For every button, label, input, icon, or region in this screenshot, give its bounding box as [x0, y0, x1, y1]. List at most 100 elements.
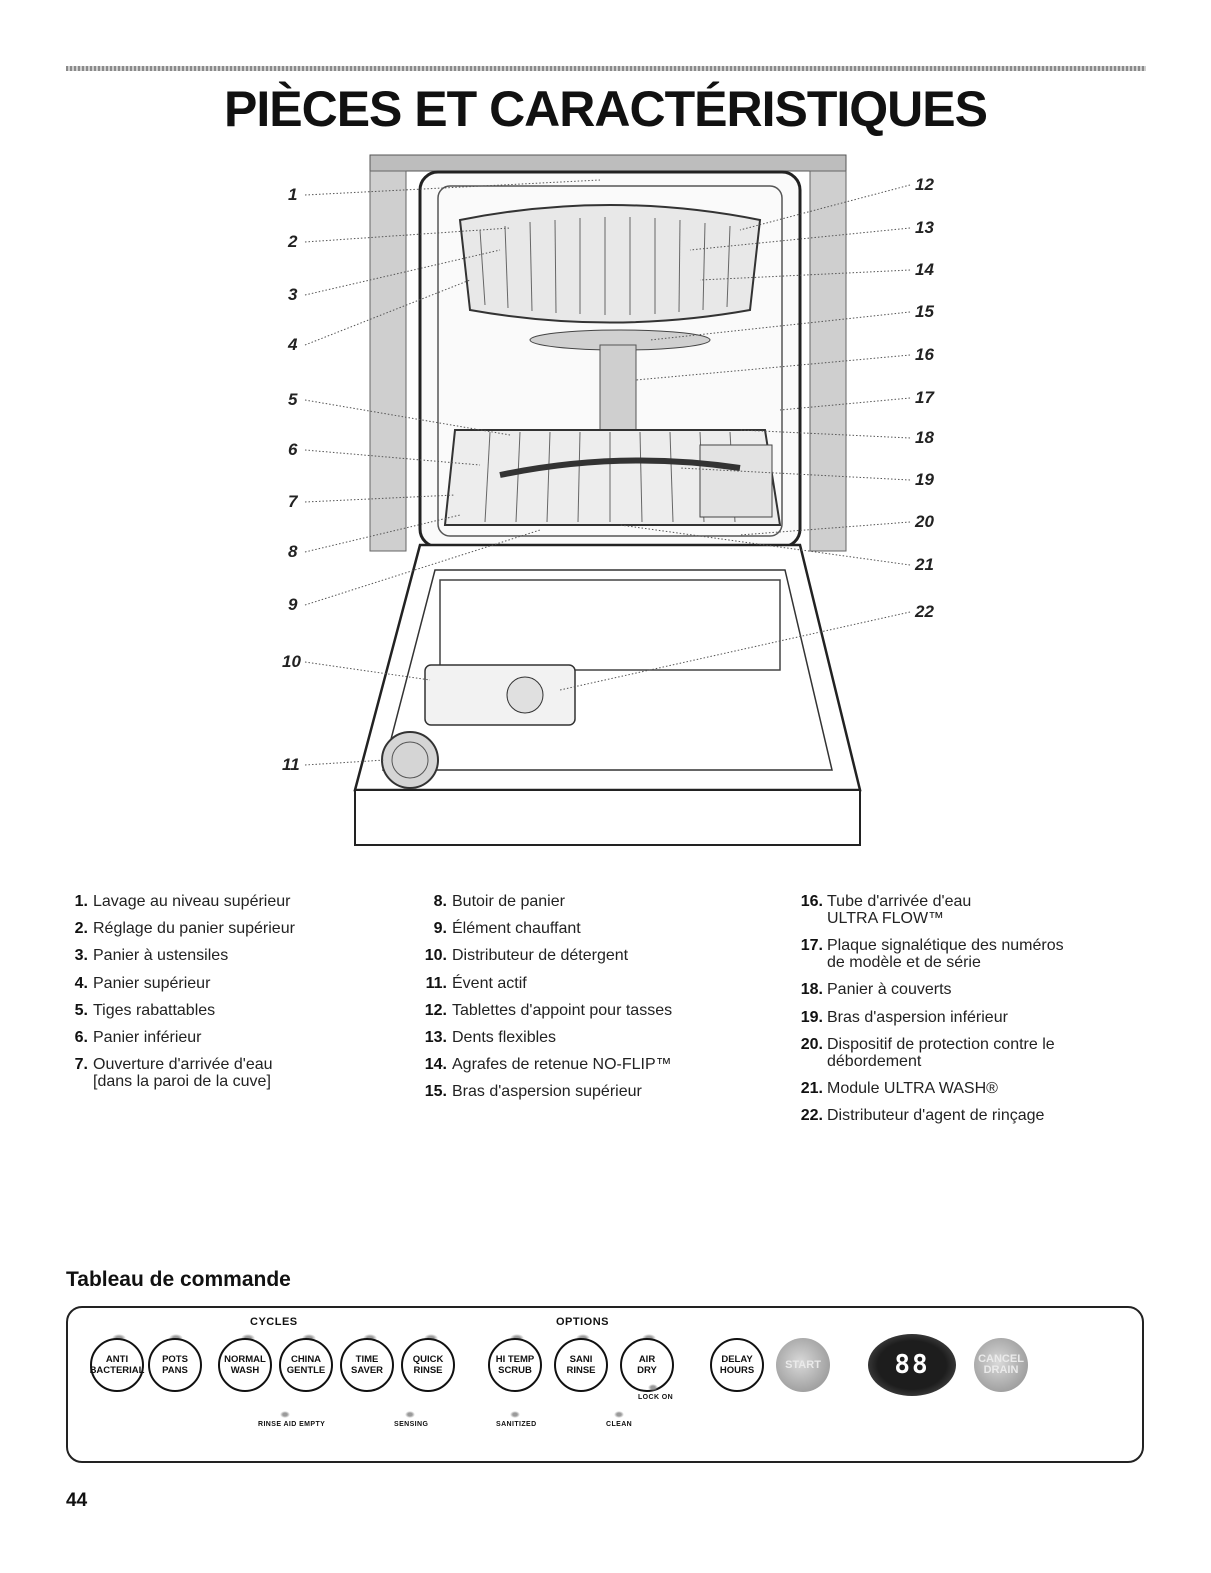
clean-label: CLEAN: [606, 1421, 633, 1428]
delay-hours-button[interactable]: DELAY HOURS: [710, 1338, 764, 1392]
part-number: 6.: [74, 1028, 88, 1046]
callout-2: 2: [287, 232, 298, 251]
normal-wash-button[interactable]: NORMAL WASH: [218, 1338, 272, 1392]
part-number: 17.: [800, 937, 823, 955]
part-text: Panier inférieur: [93, 1028, 202, 1046]
part-item: 4.Panier supérieur: [61, 975, 391, 992]
callout-1: 1: [288, 185, 297, 204]
callout-5: 5: [288, 390, 298, 409]
part-number: 14.: [424, 1056, 447, 1074]
lower-spray-arm: [499, 457, 741, 478]
part-number: 22.: [800, 1107, 823, 1125]
part-number: 10.: [424, 947, 447, 965]
page-title: PIÈCES ET CARACTÉRISTIQUES: [224, 81, 988, 137]
callout-11: 11: [282, 755, 300, 774]
active-vent-ring: [391, 741, 429, 779]
part-item: 19.Bras d'aspersion inférieur: [795, 1009, 1135, 1026]
part-number: 16.: [800, 893, 823, 910]
part-text: Réglage du panier supérieur: [93, 920, 295, 938]
sanitized-label: SANITIZED: [496, 1421, 537, 1428]
pots-pans-button[interactable]: POTS PANS: [148, 1338, 202, 1392]
part-number: 18.: [800, 981, 823, 999]
callout-8: 8: [288, 542, 298, 561]
sensing-label: SENSING: [394, 1421, 429, 1428]
page-number: 44: [66, 1490, 88, 1511]
part-item: 15. Bras d'aspersion supérieur: [420, 1083, 750, 1100]
upper-rack-tines: [479, 217, 731, 315]
part-item: 2.Réglage du panier supérieur: [61, 920, 391, 937]
part-text: Élément chauffant: [452, 920, 581, 938]
control-panel: CYCLES OPTIONS ANTI BACTERIAL POTS PANS …: [66, 1306, 1144, 1463]
control-panel-heading: Tableau de commande: [66, 1268, 291, 1291]
feed-tube: [599, 344, 637, 441]
part-number: 1.: [74, 893, 88, 910]
part-text: Distributeur de détergent: [452, 947, 629, 965]
parts-list-col-3: 16.Tube d'arrivée d'eau ULTRA FLOW™ 17.P…: [795, 893, 1135, 1134]
callout-21: 21: [914, 555, 934, 574]
cancel-drain-button[interactable]: CANCEL DRAIN: [974, 1338, 1028, 1392]
part-item: 7. Ouverture d'arrivée d'eau [dans la par…: [61, 1056, 391, 1090]
part-item: 21.Module ULTRA WASH®: [795, 1080, 1135, 1097]
part-item: 18.Panier à couverts: [795, 981, 1135, 998]
china-gentle-button[interactable]: CHINA GENTLE: [279, 1338, 333, 1392]
callout-9: 9: [288, 595, 298, 614]
callout-numbers: 1 2 3 4 5 6 7 8 9 10 11 12 13 14 15 16 1…: [282, 175, 935, 774]
tub-inner: [437, 185, 783, 537]
part-number: 12.: [424, 1001, 447, 1019]
part-number: 8.: [433, 893, 447, 910]
part-item: 17.Plaque signalétique des numéros de mo…: [795, 937, 1135, 971]
part-text: Dispositif de protection contre le débor…: [827, 1035, 1055, 1070]
part-text: Panier à couverts: [827, 981, 952, 999]
callout-14: 14: [915, 260, 934, 279]
part-text: Bras d'aspersion supérieur: [452, 1083, 642, 1101]
sensing-led: [405, 1411, 415, 1418]
part-number: 13.: [424, 1028, 447, 1046]
countertop: [369, 154, 847, 172]
part-text: Dents flexibles: [452, 1028, 557, 1046]
part-item: 9.Élément chauffant: [420, 920, 750, 937]
part-item: 5. Tiges rabattables: [61, 1002, 391, 1019]
part-item: 3.Panier à ustensiles: [61, 947, 391, 964]
air-dry-button[interactable]: AIR DRY: [620, 1338, 674, 1392]
part-item: 13. Dents flexibles: [420, 1029, 750, 1046]
right-cabinet: [809, 170, 847, 552]
time-saver-button[interactable]: TIME SAVER: [340, 1338, 394, 1392]
part-text: Tiges rabattables: [93, 1001, 216, 1019]
part-text: Panier à ustensiles: [93, 947, 229, 965]
rinse-aid-cap: [506, 676, 544, 714]
part-text: Tablettes d'appoint pour tasses: [452, 1001, 673, 1019]
dishwasher-diagram: 1 2 3 4 5 6 7 8 9 10 11 12 13 14 15 16 1…: [260, 150, 960, 855]
part-number: 5.: [74, 1001, 88, 1019]
callout-19: 19: [915, 470, 934, 489]
part-item: 16.Tube d'arrivée d'eau ULTRA FLOW™: [795, 893, 1135, 927]
callout-16: 16: [915, 345, 934, 364]
part-item: 6. Panier inférieur: [61, 1029, 391, 1046]
options-label: OPTIONS: [556, 1316, 610, 1328]
leader-lines: [304, 179, 911, 766]
part-number: 15.: [424, 1083, 447, 1101]
quick-rinse-button[interactable]: QUICK RINSE: [401, 1338, 455, 1392]
part-text: Module ULTRA WASH®: [827, 1079, 998, 1097]
part-number: 11.: [425, 974, 447, 992]
left-cabinet: [369, 170, 407, 552]
rinse-aid-empty-label: RINSE AID EMPTY: [258, 1421, 326, 1428]
sani-rinse-button[interactable]: SANI RINSE: [554, 1338, 608, 1392]
callout-13: 13: [915, 218, 934, 237]
part-item: 1.Lavage au niveau supérieur: [61, 893, 391, 910]
parts-list-col-2: 8.Butoir de panier 9.Élément chauffant 1…: [420, 893, 750, 1111]
anti-bacterial-button[interactable]: ANTI BACTERIAL: [90, 1338, 144, 1392]
cycles-label: CYCLES: [250, 1316, 298, 1328]
callout-18: 18: [915, 428, 934, 447]
clean-led: [614, 1411, 624, 1418]
part-item: 8.Butoir de panier: [420, 893, 750, 910]
digital-display: 88: [868, 1334, 956, 1396]
start-button[interactable]: START: [776, 1338, 830, 1392]
callout-6: 6: [288, 440, 298, 459]
part-number: 7.: [74, 1056, 88, 1074]
part-number: 4.: [74, 974, 88, 992]
part-text: Ouverture d'arrivée d'eau [dans la paroi…: [93, 1056, 273, 1091]
part-text: Évent actif: [452, 974, 527, 992]
hi-temp-scrub-button[interactable]: HI TEMP SCRUB: [488, 1338, 542, 1392]
part-item: 14.Agrafes de retenue NO-FLIP™: [420, 1056, 750, 1073]
part-item: 22.Distributeur d'agent de rinçage: [795, 1107, 1135, 1124]
